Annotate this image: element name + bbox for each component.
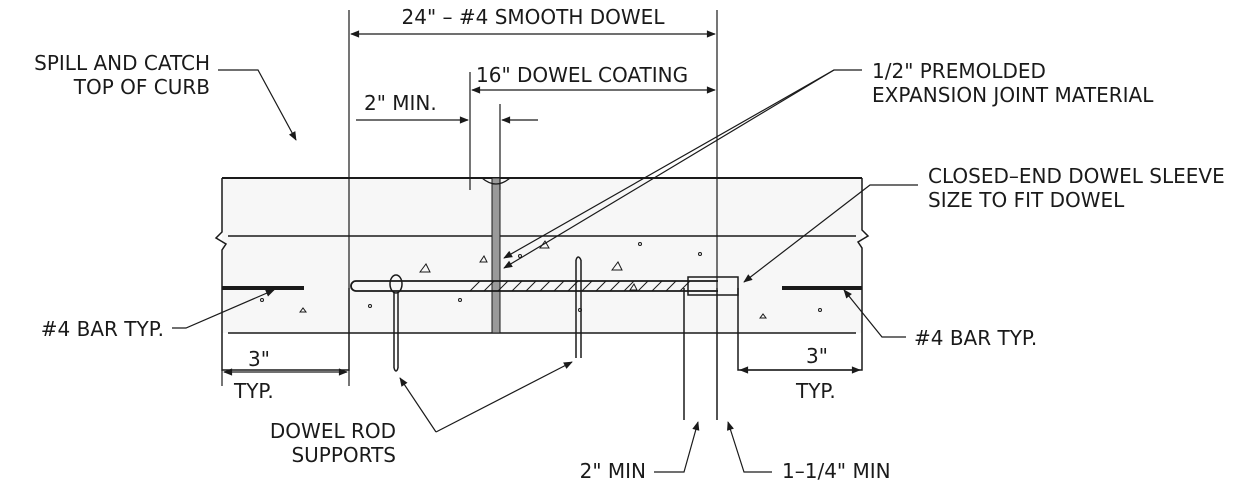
label-2-min-top: 2" MIN. bbox=[364, 91, 437, 115]
label-sleeve-line2: SIZE TO FIT DOWEL bbox=[928, 188, 1125, 212]
dowel-rod-supports bbox=[389, 256, 582, 372]
label-typ-left: TYP. bbox=[233, 379, 274, 403]
label-typ-right: TYP. bbox=[795, 379, 836, 403]
dim-24-dowel bbox=[348, 10, 718, 288]
expansion-joint bbox=[481, 177, 511, 334]
aggregate-marks bbox=[260, 240, 822, 319]
label-dowel-coating: 16" DOWEL COATING bbox=[476, 63, 688, 87]
label-1-1-4-min: 1–1/4" MIN bbox=[782, 459, 891, 483]
label-bar-right: #4 BAR TYP. bbox=[914, 326, 1037, 350]
label-3-left: 3" bbox=[248, 347, 270, 371]
label-expansion-line1: 1/2" PREMOLDED bbox=[872, 59, 1046, 83]
dowel-sleeve bbox=[687, 276, 739, 296]
label-spill-catch-line2: TOP OF CURB bbox=[73, 75, 210, 99]
leaders bbox=[172, 69, 918, 473]
label-dowel-length: 24" – #4 SMOOTH DOWEL bbox=[402, 5, 666, 29]
label-spill-catch-line1: SPILL AND CATCH bbox=[34, 51, 210, 75]
labels: 24" – #4 SMOOTH DOWEL 16" DOWEL COATING … bbox=[34, 5, 1225, 483]
label-expansion-line2: EXPANSION JOINT MATERIAL bbox=[872, 83, 1154, 107]
dim-16-coating bbox=[469, 72, 716, 190]
label-supports-line1: DOWEL ROD bbox=[270, 419, 396, 443]
dim-3-left bbox=[221, 368, 350, 386]
label-2-min-bottom: 2" MIN bbox=[580, 459, 646, 483]
dim-2-min-top bbox=[356, 104, 538, 190]
label-3-right: 3" bbox=[806, 344, 828, 368]
label-supports-line2: SUPPORTS bbox=[291, 443, 396, 467]
label-sleeve-line1: CLOSED–END DOWEL SLEEVE bbox=[928, 164, 1225, 188]
label-bar-left: #4 BAR TYP. bbox=[41, 317, 164, 341]
concrete-section bbox=[214, 177, 870, 420]
dowel-bar bbox=[350, 280, 718, 292]
